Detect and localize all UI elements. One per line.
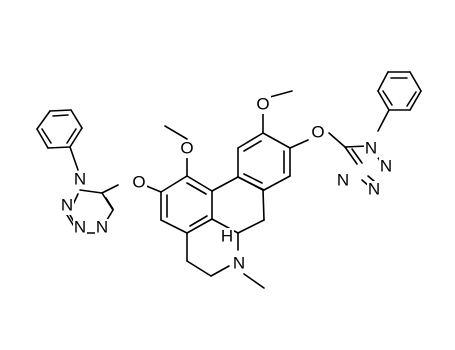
bond bbox=[409, 90, 422, 111]
bond bbox=[328, 132, 346, 148]
bond bbox=[79, 189, 103, 194]
bond bbox=[70, 109, 83, 129]
bond bbox=[49, 109, 72, 112]
bond bbox=[377, 90, 390, 111]
bond bbox=[243, 173, 263, 184]
atom-label-text: N bbox=[96, 217, 108, 236]
atom-label-nitrogen: N bbox=[364, 138, 378, 158]
atom-label-text: N bbox=[337, 170, 349, 189]
bond bbox=[344, 145, 368, 148]
atom-label-nitrogen: N bbox=[367, 179, 381, 199]
main-right-aromatic-ring bbox=[237, 132, 291, 191]
main-left-aromatic-ring bbox=[160, 175, 213, 234]
bond bbox=[69, 127, 83, 148]
atom-label-text: N bbox=[380, 156, 392, 175]
left-phenyl-ring bbox=[36, 109, 83, 171]
bond bbox=[269, 90, 293, 98]
label-backdrop bbox=[367, 181, 381, 199]
label-backdrop bbox=[336, 172, 350, 190]
atom-labels-layer: N N N N O O O O bbox=[60, 94, 393, 273]
atom-label-nitrogen: N bbox=[73, 217, 87, 237]
label-backdrop bbox=[255, 96, 271, 114]
bond bbox=[289, 139, 309, 149]
bond bbox=[243, 273, 265, 289]
bond bbox=[186, 260, 212, 277]
bond bbox=[210, 265, 230, 277]
atom-label-nitrogen: N bbox=[73, 169, 87, 189]
atom-label-oxygen: O bbox=[131, 172, 147, 192]
label-backdrop bbox=[220, 228, 234, 246]
bond bbox=[406, 91, 417, 107]
bond bbox=[105, 197, 114, 210]
atom-label-nitrogen: N bbox=[60, 195, 74, 215]
atom-label-text: O bbox=[311, 122, 324, 141]
atom-label-text: N bbox=[368, 179, 380, 198]
atom-label-nitrogen: N bbox=[232, 253, 246, 273]
atom-label-text: N bbox=[74, 169, 86, 188]
bond bbox=[211, 176, 239, 192]
bond bbox=[101, 184, 119, 194]
atom-label-hydrogen: H bbox=[220, 226, 234, 246]
label-backdrop bbox=[232, 255, 246, 273]
atom-label-nitrogen: N bbox=[336, 170, 350, 190]
bond bbox=[409, 71, 422, 92]
bond bbox=[47, 146, 71, 149]
bond bbox=[237, 132, 264, 149]
atom-label-nitrogen: N bbox=[379, 156, 393, 176]
label-backdrop bbox=[364, 140, 378, 158]
bond bbox=[41, 128, 52, 144]
atom-label-text: N bbox=[233, 253, 245, 272]
label-backdrop bbox=[73, 171, 87, 189]
label-backdrop bbox=[95, 219, 109, 237]
atom-label-oxygen: O bbox=[310, 122, 326, 142]
bond bbox=[367, 175, 375, 182]
bond bbox=[186, 175, 213, 192]
atom-label-text: O bbox=[180, 138, 193, 157]
bond bbox=[189, 215, 208, 227]
bond bbox=[351, 148, 363, 164]
label-backdrop bbox=[379, 158, 393, 176]
bond bbox=[262, 189, 265, 221]
bond bbox=[36, 110, 51, 130]
label-backdrop bbox=[310, 124, 326, 142]
bond bbox=[377, 109, 390, 132]
label-backdrop bbox=[131, 174, 147, 192]
right-phenyl-ring bbox=[377, 71, 422, 132]
bond bbox=[160, 175, 188, 193]
atom-label-text: N bbox=[365, 138, 377, 157]
atom-label-text: O bbox=[256, 94, 269, 113]
bond bbox=[262, 132, 291, 149]
atom-label-oxygen: O bbox=[255, 94, 271, 114]
bond bbox=[263, 175, 291, 191]
bond bbox=[377, 71, 389, 92]
atom-label-text: N bbox=[74, 217, 86, 236]
bond bbox=[186, 182, 207, 195]
atom-label-text: H bbox=[221, 226, 233, 245]
bond bbox=[69, 146, 79, 171]
atom-label-nitrogen: N bbox=[95, 217, 109, 237]
bond bbox=[66, 128, 77, 144]
label-backdrop bbox=[179, 140, 195, 158]
bond bbox=[344, 146, 358, 165]
label-backdrop bbox=[60, 197, 74, 215]
bond bbox=[164, 125, 188, 140]
bond bbox=[36, 128, 49, 149]
label-backdrop bbox=[73, 219, 87, 237]
bonds-layer bbox=[36, 71, 422, 289]
bond bbox=[237, 219, 265, 234]
bond bbox=[237, 176, 265, 191]
bond bbox=[160, 219, 188, 234]
bond bbox=[243, 140, 262, 152]
nitrogen-ring bbox=[186, 232, 265, 289]
bond bbox=[52, 114, 69, 117]
bond bbox=[186, 218, 213, 234]
bond bbox=[382, 90, 393, 106]
atom-label-text: O bbox=[132, 172, 145, 191]
atom-label-text: N bbox=[61, 195, 73, 214]
atom-label-oxygen: O bbox=[179, 138, 195, 158]
